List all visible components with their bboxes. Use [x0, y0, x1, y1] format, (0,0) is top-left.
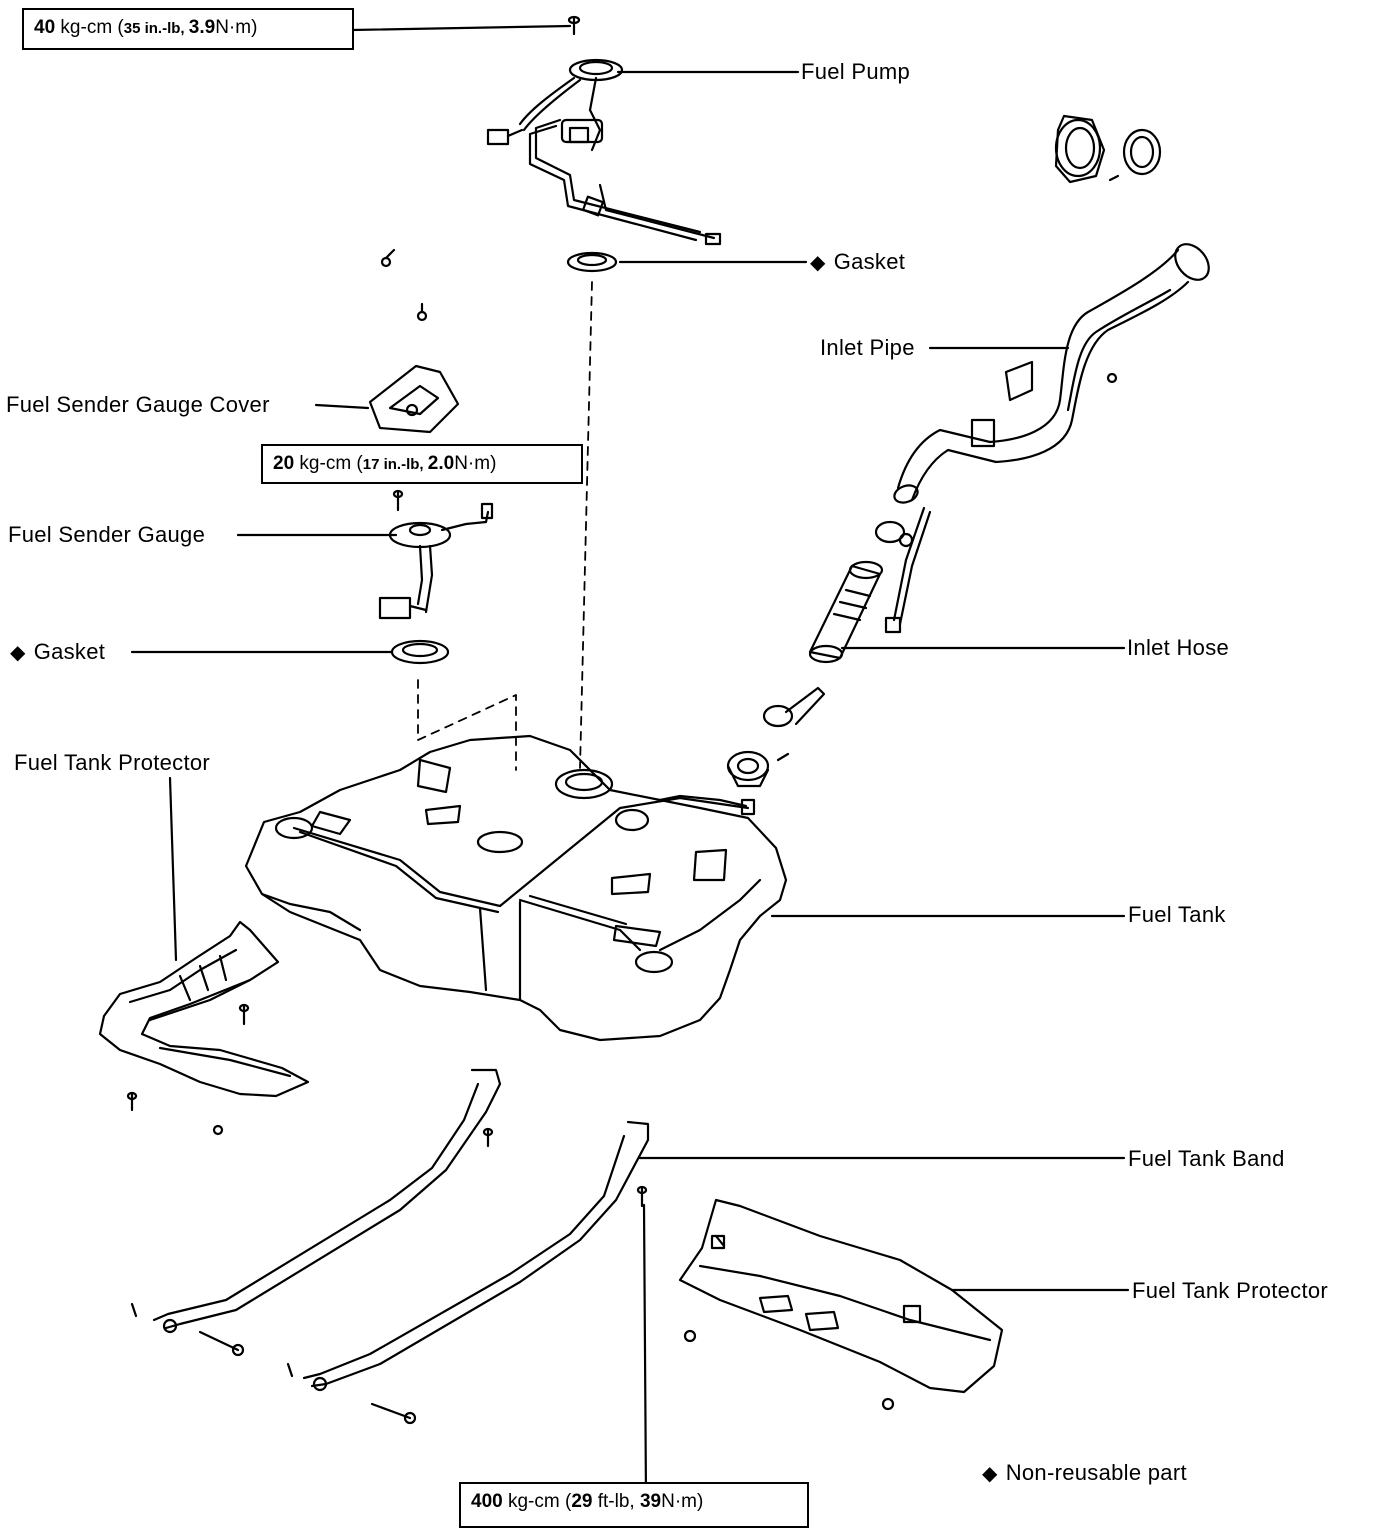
protector-right-art — [678, 1198, 1004, 1411]
sender-gauge-art — [378, 502, 494, 620]
label-inlet-hose: Inlet Hose — [1127, 635, 1230, 660]
legend-text: Non-reusable part — [1005, 1460, 1187, 1485]
label-fuel-sender-gauge: Fuel Sender Gauge — [8, 522, 206, 547]
legend-non-reusable: ◆ Non-reusable part — [982, 1461, 1187, 1486]
fuel-tank-art — [244, 734, 788, 1042]
inlet-hose-art — [808, 520, 914, 664]
label-inlet-pipe: Inlet Pipe — [820, 335, 915, 360]
protector-left-art — [98, 920, 310, 1136]
leader-lines — [130, 24, 1130, 1500]
gasket-left-art — [390, 639, 450, 665]
sender-screw-art — [392, 489, 404, 512]
label-fuel-tank: Fuel Tank — [1128, 902, 1226, 927]
torque-spec-band: 400 kg-cm (29 ft-lb, 39N·m) — [459, 1482, 809, 1528]
fuel-pump-art — [486, 58, 722, 246]
torque-spec-pump: 40 kg-cm (35 in.-lb, 3.9N·m) — [22, 8, 354, 50]
label-fuel-tank-band: Fuel Tank Band — [1128, 1146, 1285, 1171]
filler-rings-art — [1054, 114, 1162, 184]
gasket-top-art — [566, 251, 618, 273]
sender-cover-art — [368, 364, 460, 434]
non-reusable-diamond-icon: ◆ — [810, 252, 826, 274]
label-fuel-pump: Fuel Pump — [801, 59, 911, 84]
non-reusable-diamond-icon: ◆ — [10, 642, 26, 664]
label-fuel-sender-gauge-cover: Fuel Sender Gauge Cover — [6, 392, 270, 417]
cover-screws-art — [380, 248, 428, 322]
inlet-pipe-art — [884, 243, 1210, 634]
torque-spec-sender: 20 kg-cm (17 in.-lb, 2.0N·m) — [261, 444, 583, 484]
non-reusable-diamond-icon: ◆ — [982, 1463, 998, 1485]
label-fuel-tank-protector-right: Fuel Tank Protector — [1132, 1278, 1329, 1303]
fuel-tank-bands-art — [130, 1068, 650, 1425]
alignment-dashes — [417, 281, 593, 771]
label-gasket-left: ◆Gasket — [10, 639, 106, 665]
label-fuel-tank-protector-left: Fuel Tank Protector — [14, 750, 211, 775]
filler-fittings-art — [726, 686, 826, 788]
screw-top-art — [567, 15, 581, 36]
label-gasket-top: ◆Gasket — [810, 249, 906, 275]
